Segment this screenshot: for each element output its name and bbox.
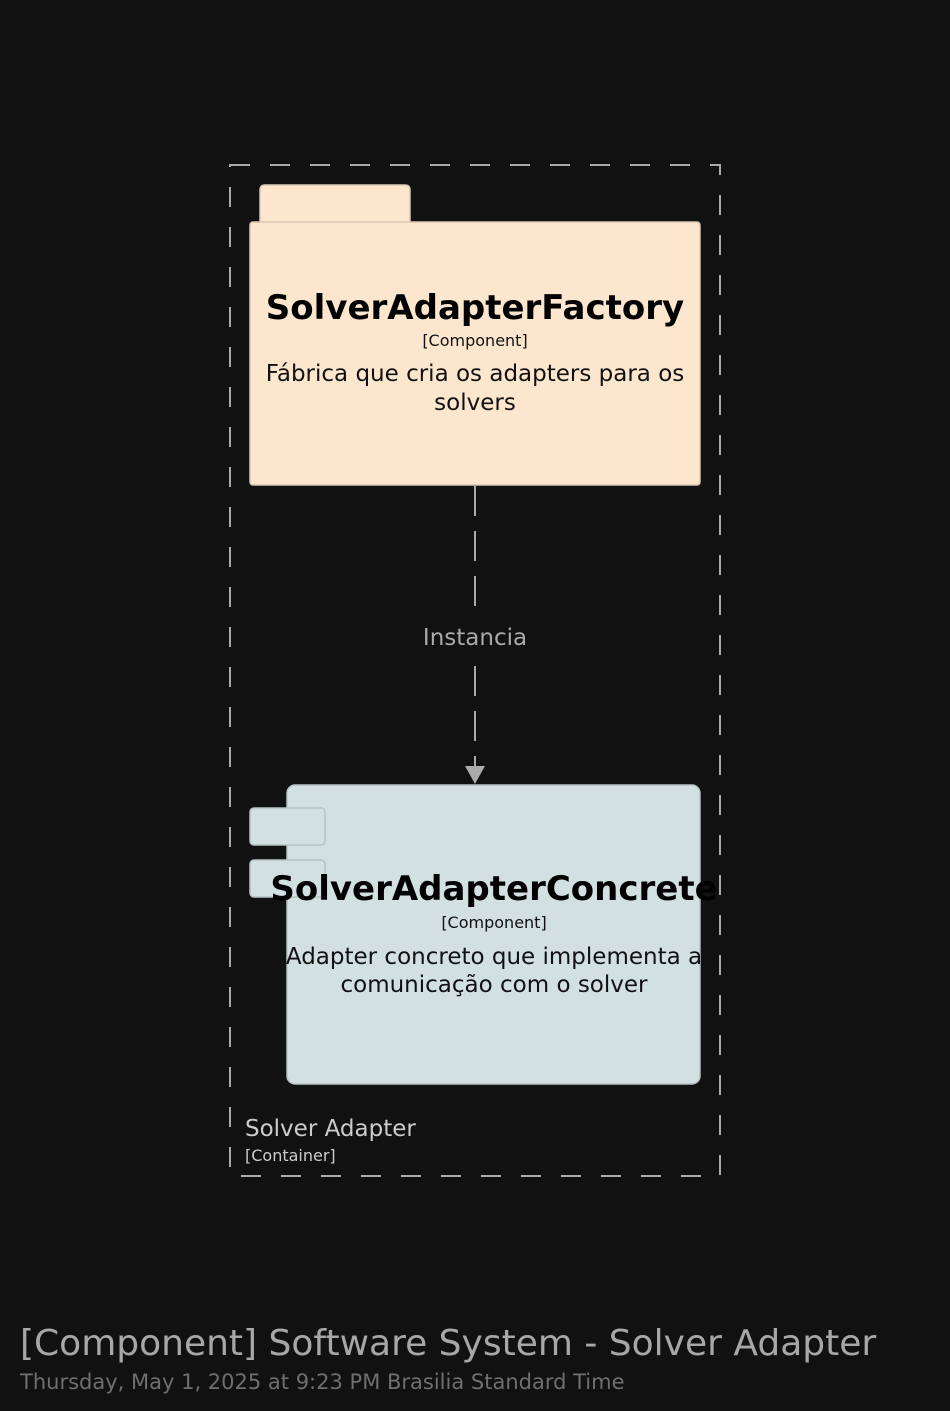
factory-box <box>249 221 701 486</box>
diagram-footer-date: Thursday, May 1, 2025 at 9:23 PM Brasili… <box>20 1370 625 1394</box>
concrete-desc-line-1: Adapter concreto que implementa a <box>286 944 702 970</box>
component-tab-top-icon <box>249 807 326 846</box>
concrete-title: SolverAdapterConcrete <box>270 869 717 909</box>
factory-folder-tab <box>259 184 411 223</box>
concrete-type: [Component] <box>441 913 546 932</box>
concrete-node[interactable]: SolverAdapterConcrete [Component] Adapte… <box>249 784 718 1085</box>
factory-desc-line-2: solvers <box>434 390 516 416</box>
edge-label: Instancia <box>423 625 527 651</box>
factory-type: [Component] <box>422 331 527 350</box>
edge-arrowhead-icon <box>465 766 485 784</box>
component-tab-bottom-icon <box>249 859 326 898</box>
instancia-edge[interactable]: Instancia <box>423 486 527 784</box>
concrete-desc-line-2: comunicação com o solver <box>340 972 648 998</box>
diagram-footer-title: [Component] Software System - Solver Ada… <box>20 1323 877 1364</box>
concrete-box <box>286 784 701 1085</box>
factory-desc-line-1: Fábrica que cria os adapters para os <box>266 361 685 387</box>
container-boundary <box>229 164 721 1177</box>
boundary-type: [Container] <box>245 1146 336 1165</box>
factory-title: SolverAdapterFactory <box>266 288 684 328</box>
boundary-title: Solver Adapter <box>245 1116 416 1142</box>
factory-node[interactable]: SolverAdapterFactory [Component] Fábrica… <box>249 184 701 486</box>
